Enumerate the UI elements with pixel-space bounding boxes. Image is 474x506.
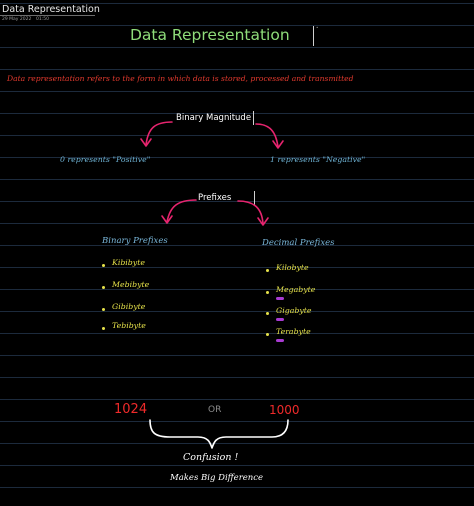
arrow-right-prefix xyxy=(237,200,264,225)
list-item-binary: Tebibyte xyxy=(112,321,146,330)
arrow-right-binary xyxy=(255,123,279,148)
binary-magnitude-label: Binary Magnitude xyxy=(176,113,252,123)
note-date: 29 May 2022 xyxy=(2,17,32,22)
highlight-mark xyxy=(276,339,284,342)
highlight-mark xyxy=(276,297,284,300)
curly-brace xyxy=(149,419,289,449)
value-1024: 1024 xyxy=(114,402,148,417)
bullet xyxy=(266,291,269,294)
text-cursor-2 xyxy=(253,111,254,125)
difference-text: Makes Big Difference xyxy=(170,473,264,483)
bullet xyxy=(266,269,269,272)
list-item-decimal: Terabyte xyxy=(276,327,311,336)
arrow-left-binary xyxy=(145,121,173,146)
or-label: OR xyxy=(208,405,222,415)
text-cursor-3 xyxy=(254,191,255,205)
cursor-tag: • xyxy=(316,25,319,30)
arrow-left-prefix xyxy=(166,199,197,223)
bullet xyxy=(266,333,269,336)
bullet xyxy=(102,327,105,330)
bullet xyxy=(102,264,105,267)
list-item-binary: Gibibyte xyxy=(112,302,146,311)
bullet xyxy=(102,286,105,289)
definition-text: Data representation refers to the form i… xyxy=(7,74,354,83)
prefixes-label: Prefixes xyxy=(198,193,232,203)
list-item-binary: Kibibyte xyxy=(112,258,145,267)
bullet xyxy=(266,312,269,315)
binary-prefixes-title: Binary Prefixes xyxy=(102,236,168,246)
highlight-mark xyxy=(276,318,284,321)
arrow-right-binary-head xyxy=(272,140,284,149)
bullet xyxy=(102,308,105,311)
arrow-right-prefix-head xyxy=(257,217,269,226)
negative-note: 1 represents "Negative" xyxy=(270,155,366,164)
value-1000: 1000 xyxy=(269,403,300,417)
note-title: Data Representation xyxy=(2,4,100,15)
list-item-decimal: Kilobyte xyxy=(276,263,309,272)
text-cursor xyxy=(313,26,314,46)
arrow-left-prefix-head xyxy=(161,215,173,224)
decimal-prefixes-title: Decimal Prefixes xyxy=(262,238,335,248)
list-item-decimal: Gigabyte xyxy=(276,306,312,315)
note-time: 01:50 xyxy=(36,17,49,22)
list-item-decimal: Megabyte xyxy=(276,285,316,294)
positive-note: 0 represents "Positive" xyxy=(60,155,151,164)
arrow-left-binary-head xyxy=(140,138,152,147)
title-underline xyxy=(0,15,95,16)
confusion-text: Confusion ! xyxy=(183,452,239,463)
page-heading: Data Representation xyxy=(130,26,290,44)
list-item-binary: Mebibyte xyxy=(112,280,150,289)
